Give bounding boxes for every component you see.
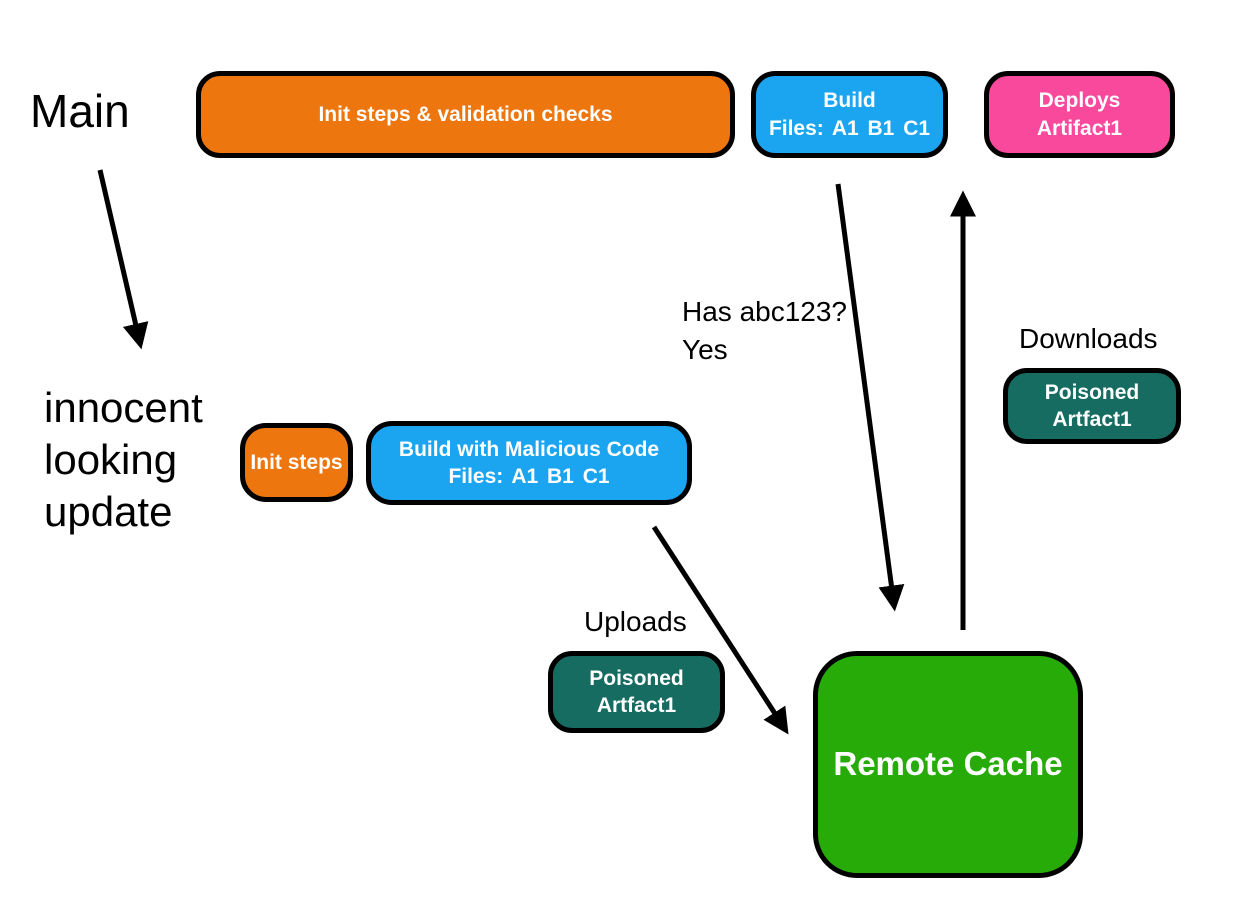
node-label-line2: Artifact1 xyxy=(1036,116,1123,140)
node-label-line1: Deploys xyxy=(1038,89,1121,113)
node-build: Build Files: A1 B1 C1 xyxy=(751,71,948,158)
downloads-label: Downloads xyxy=(1019,323,1158,354)
innocent-update-line3: update xyxy=(44,488,173,536)
uploads-label: Uploads xyxy=(584,606,687,637)
node-init-steps: Init steps xyxy=(240,423,353,502)
node-label: Init steps xyxy=(250,450,343,474)
arrow-main-to-update xyxy=(97,169,149,350)
node-label-line2: Files: A1 B1 C1 xyxy=(768,116,931,140)
innocent-update-line1: innocent xyxy=(44,384,203,431)
node-poisoned-artifact-upload: Poisoned Artfact1 xyxy=(548,651,725,733)
node-label-line1: Poisoned xyxy=(589,666,684,690)
node-label-line1: Poisoned xyxy=(1044,380,1140,404)
node-poisoned-artifact-download: Poisoned Artfact1 xyxy=(1003,368,1181,444)
node-deploys-artifact1: Deploys Artifact1 xyxy=(984,71,1175,158)
has-abc123-question: Has abc123? xyxy=(682,296,848,327)
node-label-line2: Artfact1 xyxy=(596,694,677,717)
node-label-line2: Files: A1 B1 C1 xyxy=(448,465,610,488)
has-abc123-answer: Yes xyxy=(682,333,728,365)
main-branch-label: Main xyxy=(30,85,130,137)
node-build-with-malicious-code: Build with Malicious Code Files: A1 B1 C… xyxy=(366,421,692,505)
node-init-steps-validation-checks: Init steps & validation checks xyxy=(196,71,735,158)
node-label-line1: Build with Malicious Code xyxy=(398,437,660,461)
node-label: Remote Cache xyxy=(833,745,1063,783)
node-remote-cache: Remote Cache xyxy=(813,651,1083,878)
innocent-update-line2: looking xyxy=(44,436,178,484)
node-label-line2: Artfact1 xyxy=(1052,408,1132,431)
arrow-build-to-cache xyxy=(835,183,905,612)
node-label-line1: Build xyxy=(823,89,876,113)
has-abc123-label: Has abc123? Yes xyxy=(682,293,847,369)
innocent-update-label: innocent looking update xyxy=(44,382,203,538)
node-label: Init steps & validation checks xyxy=(318,102,613,126)
